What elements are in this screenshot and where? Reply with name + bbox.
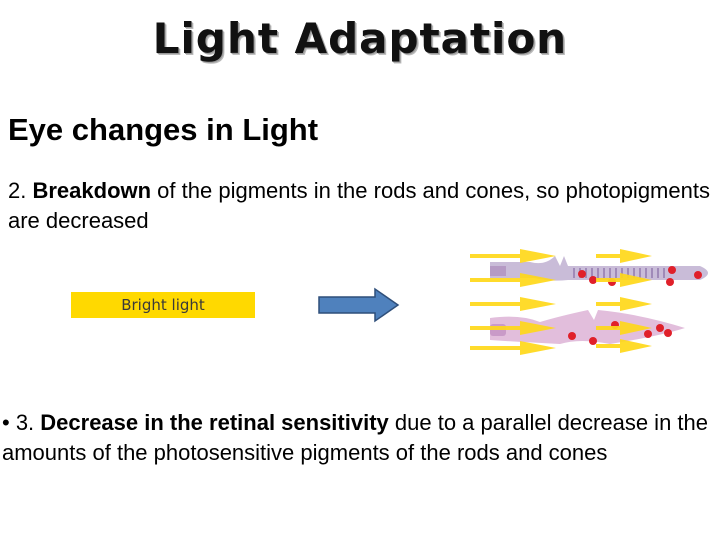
point-2-text: 2. Breakdown of the pigments in the rods… — [8, 178, 710, 233]
point-3-text: • 3. Decrease in the retinal sensitivity… — [2, 410, 708, 465]
slide-subtitle: Eye changes in Light — [8, 112, 319, 147]
bright-light-label: Bright light — [71, 292, 255, 318]
point-2-bold: Breakdown — [32, 178, 152, 203]
point-3-bold: Decrease in the retinal sensitivity — [40, 410, 389, 435]
slide-title: Light Adaptation — [152, 14, 568, 63]
cone-cell — [490, 310, 685, 344]
rods-cones-illustration — [470, 249, 708, 355]
right-arrow-icon — [318, 287, 400, 323]
